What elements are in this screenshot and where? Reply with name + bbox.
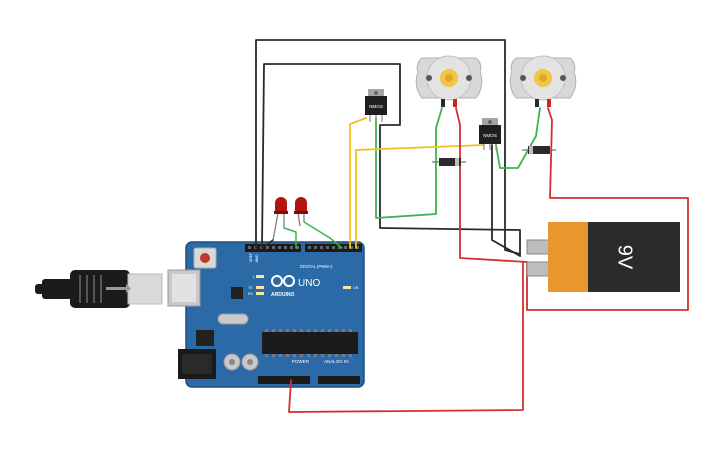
- diode-1[interactable]: [432, 158, 466, 166]
- rx-label: RX: [248, 292, 254, 296]
- usb-cable[interactable]: [35, 270, 163, 308]
- gnd-top-label: GND: [255, 254, 259, 262]
- l-led-label: L: [253, 275, 255, 279]
- mosfet-2[interactable]: NMOS: [479, 118, 501, 150]
- wire-red-5v[interactable]: [288, 261, 524, 413]
- mosfet-1[interactable]: NMOS: [365, 89, 387, 122]
- mosfet1-label: NMOS: [369, 104, 383, 109]
- on-label: ON: [353, 286, 359, 290]
- arduino-logo-text: ARDUINO: [271, 292, 294, 298]
- aref-label: AREF: [249, 253, 253, 262]
- battery-label: 9V: [614, 245, 636, 270]
- wire-black-gnd-mosfet1[interactable]: [261, 63, 521, 257]
- wire-green-led2[interactable]: [303, 221, 343, 249]
- on-led: [343, 286, 351, 289]
- power-label: POWER: [292, 359, 310, 364]
- uno-model-label: UNO: [298, 278, 320, 289]
- wire-red-motor1[interactable]: [455, 107, 528, 263]
- wire-black-gnd-top[interactable]: [255, 39, 521, 255]
- arduino-logo-icon: [271, 275, 295, 287]
- header-bottom-power: [258, 376, 310, 384]
- tx-label: TX: [248, 286, 253, 290]
- dc-motor-1[interactable]: [415, 55, 483, 107]
- arduino-uno-board[interactable]: AREF GND DIGITAL (PWM~) ARDUINO UNO L TX…: [167, 241, 365, 388]
- led-2[interactable]: [294, 197, 308, 227]
- wire-green-led1[interactable]: [283, 227, 297, 249]
- led-1[interactable]: [272, 197, 288, 241]
- wire-green-motor1[interactable]: [375, 107, 443, 219]
- wire-yellow-mosfet2-gate[interactable]: [355, 144, 485, 249]
- dc-motor-2[interactable]: [509, 55, 577, 107]
- usb-icon: [106, 284, 131, 293]
- tx-led: [256, 286, 264, 289]
- l-led: [256, 275, 264, 278]
- analog-label: ANALOG IN: [324, 359, 349, 364]
- wire-black-mosfet2-source[interactable]: [491, 144, 521, 257]
- battery-9v[interactable]: 9V: [526, 222, 680, 292]
- digital-header-label: DIGITAL (PWM~): [300, 264, 333, 269]
- pin-label-13: 13: [255, 258, 259, 262]
- diode-2[interactable]: [522, 146, 556, 154]
- wire-yellow-mosfet1-gate[interactable]: [349, 117, 367, 249]
- wire-green-motor2[interactable]: [495, 107, 541, 169]
- wire-black-led1[interactable]: [261, 239, 274, 249]
- wire-red-motor2[interactable]: [526, 107, 689, 311]
- rx-led: [256, 292, 264, 295]
- header-bottom-analog: [318, 376, 360, 384]
- mosfet2-label: NMOS: [483, 133, 497, 138]
